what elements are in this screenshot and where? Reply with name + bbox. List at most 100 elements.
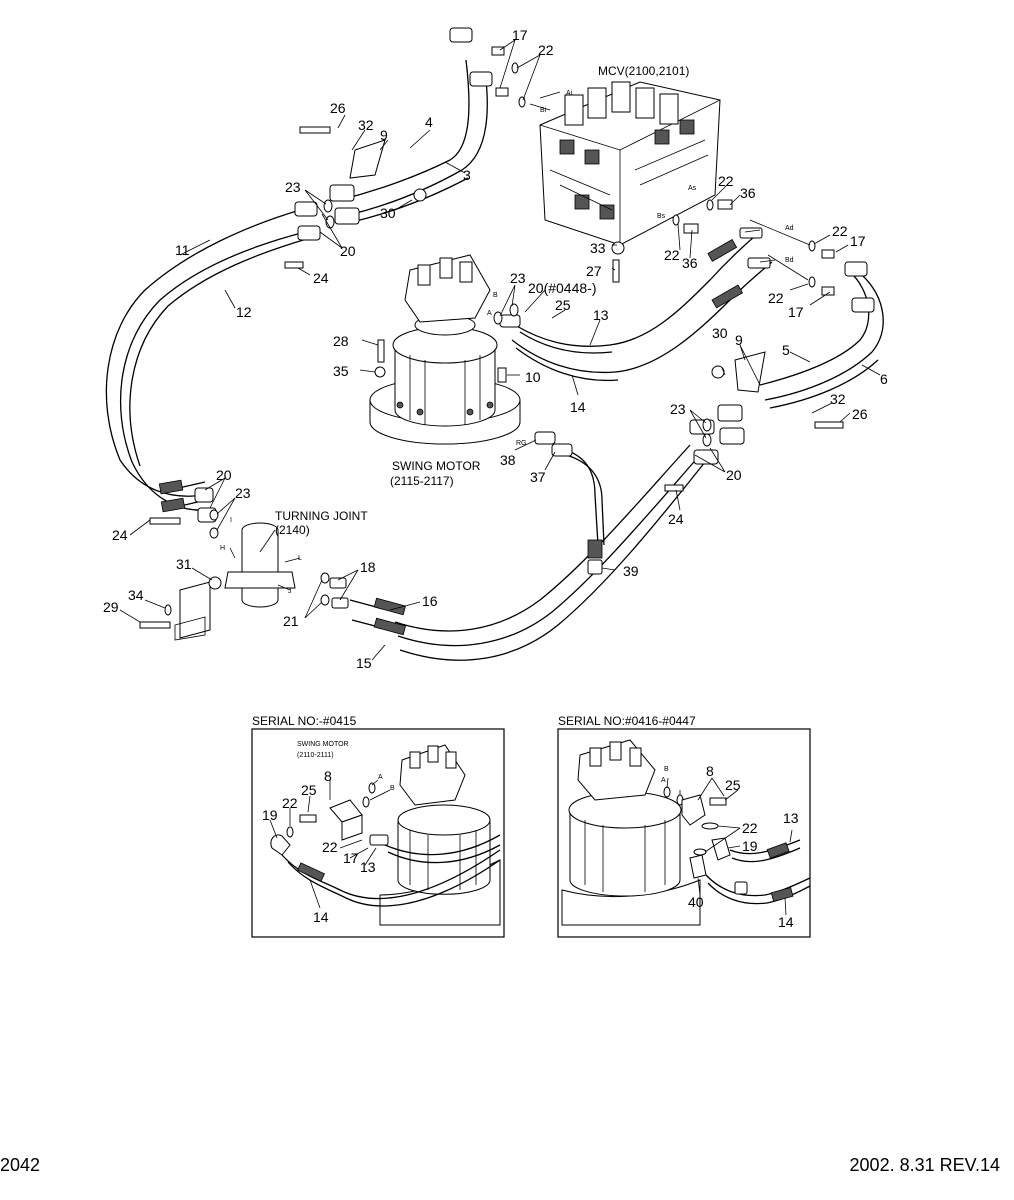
inset-left-port-b: B: [390, 785, 395, 792]
part-number: 30: [380, 205, 396, 221]
part-number: 17: [850, 233, 866, 249]
part-number: 22: [742, 820, 758, 836]
part-number: 24: [313, 270, 329, 286]
part-number: 34: [128, 587, 144, 603]
part-number: 18: [360, 559, 376, 575]
inset-left-port-a: A: [378, 774, 383, 781]
part-number: 14: [570, 399, 586, 415]
part-number-labels: 17 22 4 3 26 32 9 23 20 30 11 12 24 23 2…: [103, 27, 888, 671]
inset-left-motor-code: (2110-2111): [297, 752, 334, 759]
swing-motor: [369, 254, 521, 445]
part-number: 22: [718, 173, 734, 189]
part-number: 23: [235, 485, 251, 501]
turning-joint: [174, 522, 296, 641]
part-number: 4: [425, 114, 433, 130]
part-number: 36: [682, 255, 698, 271]
port-label: Bs: [657, 213, 666, 220]
part-number: 17: [788, 304, 804, 320]
part-number: 25: [301, 782, 317, 798]
page-number: 2042: [0, 1155, 41, 1175]
part-number: 5: [782, 342, 790, 358]
hoses: [105, 59, 884, 661]
part-number: 36: [740, 185, 756, 201]
part-number: 32: [358, 117, 374, 133]
part-number: 24: [668, 511, 684, 527]
inset-right-port-b: B: [664, 766, 669, 773]
part-number: 40: [688, 894, 704, 910]
part-number: 27: [586, 263, 602, 279]
inset-right-port-a: A: [661, 777, 666, 784]
hose-collars: [158, 238, 744, 636]
port-label: J: [288, 588, 292, 595]
part-number: 17: [343, 850, 359, 866]
part-number: 19: [742, 838, 758, 854]
part-number: 13: [360, 859, 376, 875]
part-number: 20: [216, 467, 232, 483]
swing-motor-code-label: (2115-2117): [390, 474, 454, 488]
port-label: Bi: [540, 107, 547, 114]
part-number: 12: [236, 304, 252, 320]
inset-left-title: SERIAL NO:-#0415: [252, 714, 357, 728]
part-number: 26: [330, 100, 346, 116]
port-label: Bd: [785, 257, 794, 264]
part-number: 10: [525, 369, 541, 385]
part-number: 22: [538, 42, 554, 58]
part-number: 22: [322, 839, 338, 855]
component-labels: MCV(2100,2101) SWING MOTOR (2115-2117) T…: [275, 64, 689, 537]
part-number: 29: [103, 599, 119, 615]
port-label: Ad: [785, 225, 794, 232]
part-number: 23: [510, 270, 526, 286]
part-number: 23: [670, 401, 686, 417]
part-number: 30: [712, 325, 728, 341]
part-number: 17: [512, 27, 528, 43]
port-label: L: [298, 555, 302, 562]
turning-joint-label: TURNING JOINT: [275, 509, 368, 523]
part-number: 3: [463, 167, 471, 183]
part-number: 22: [282, 795, 298, 811]
port-label: B: [493, 292, 498, 299]
inset-right: SERIAL NO:#0416-#0447 A B: [557, 714, 811, 938]
leader-lines: [119, 39, 881, 661]
part-number: 37: [530, 469, 546, 485]
part-number: 20: [340, 243, 356, 259]
part-number: 24: [112, 527, 128, 543]
part-number: 9: [380, 127, 388, 143]
port-label: RG: [516, 440, 527, 447]
port-label: A: [487, 310, 492, 317]
revision-date: 2002. 8.31 REV.14: [849, 1155, 1000, 1175]
port-label: H: [220, 545, 225, 552]
part-number: 20(#0448-): [528, 280, 597, 296]
part-number: 21: [283, 613, 299, 629]
part-number: 25: [555, 297, 571, 313]
part-number: 22: [832, 223, 848, 239]
part-number: 19: [262, 807, 278, 823]
part-number: 26: [852, 406, 868, 422]
port-label: As: [688, 185, 697, 192]
flanges-fittings: [139, 27, 875, 629]
part-number: 39: [623, 563, 639, 579]
part-number: 13: [593, 307, 609, 323]
part-number: 32: [830, 391, 846, 407]
part-number: 16: [422, 593, 438, 609]
part-number: 31: [176, 556, 192, 572]
mcv-valve-block: [539, 81, 721, 246]
turning-joint-code-label: (2140): [275, 523, 310, 537]
part-number: 20: [726, 467, 742, 483]
part-number: 35: [333, 363, 349, 379]
part-number: 28: [333, 333, 349, 349]
inset-left-motor-label: SWING MOTOR: [297, 741, 349, 748]
inset-left: SERIAL NO:-#0415 SWING MOTOR (2110-2111): [251, 714, 505, 938]
part-number: 22: [664, 247, 680, 263]
port-label: Ai: [566, 90, 573, 97]
part-number: 22: [768, 290, 784, 306]
port-labels: Ai Bi As Bs Ad Bd A B RG I H L J: [220, 90, 794, 595]
part-number: 8: [324, 768, 332, 784]
mcv-label: MCV(2100,2101): [598, 64, 689, 78]
part-number: 8: [706, 763, 714, 779]
part-number: 38: [500, 452, 516, 468]
part-number: 23: [285, 179, 301, 195]
part-number: 6: [880, 371, 888, 387]
part-number: 33: [590, 240, 606, 256]
part-number: 9: [735, 332, 743, 348]
